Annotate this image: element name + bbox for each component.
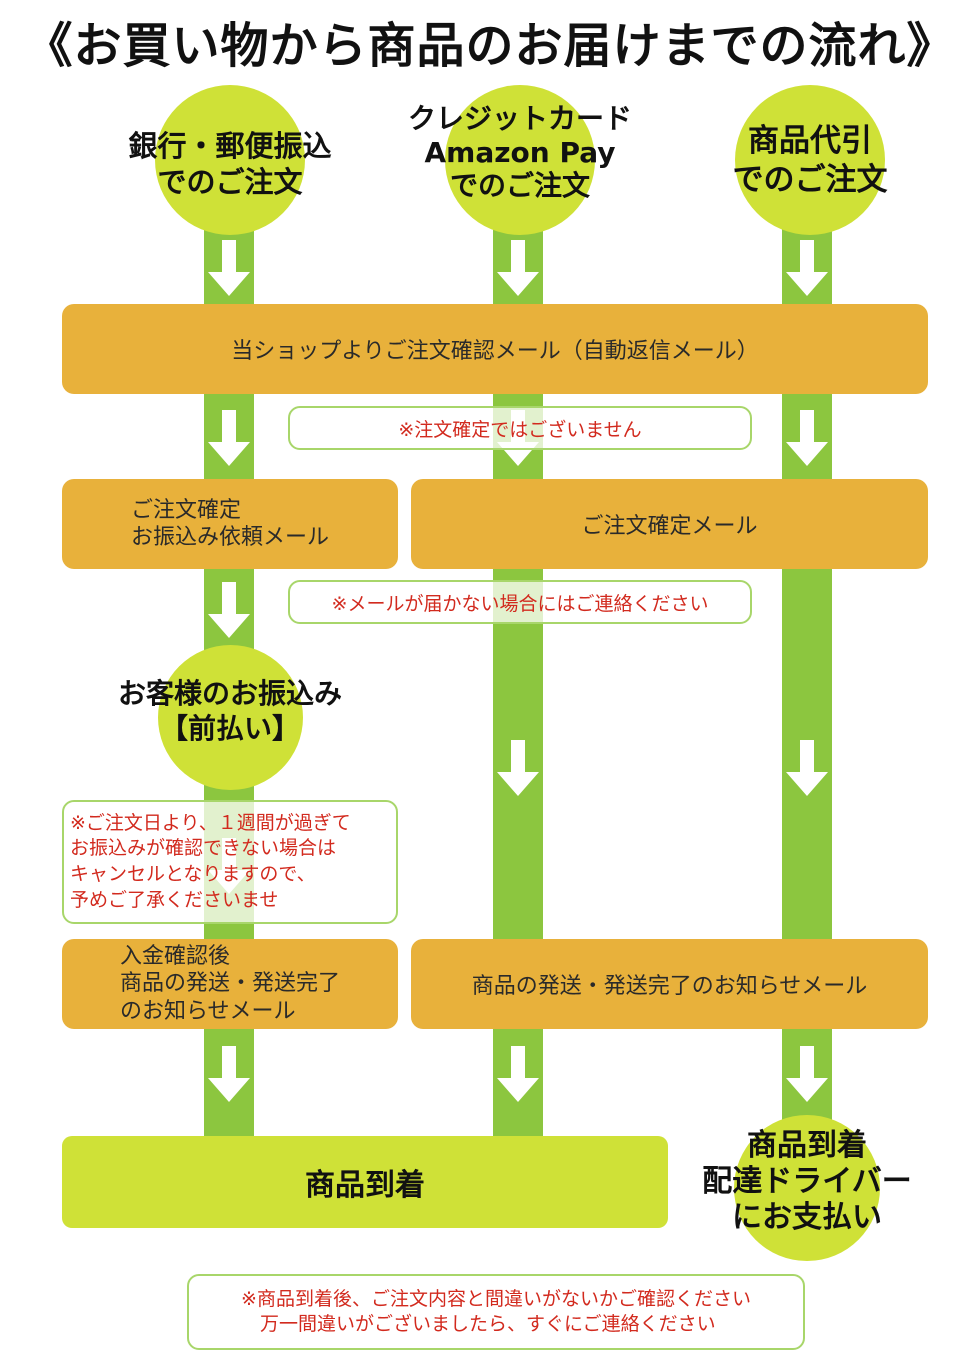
note-not-confirmed: ※注文確定ではございません <box>288 406 752 450</box>
bank-confirm-text: ご注文確定 お振込み依頼メール <box>130 497 329 551</box>
down-arrow-icon <box>208 410 250 466</box>
down-arrow-icon <box>497 1046 539 1102</box>
start-label-cod: 商品代引 でのご注文 <box>732 123 888 198</box>
note-not-confirmed-text: ※注文確定ではございません <box>398 418 642 441</box>
note-final: ※商品到着後、ご注文内容と間違いがないかご確認ください 万一間違いがございました… <box>187 1274 805 1350</box>
arrival-box: 商品到着 <box>62 1136 668 1228</box>
note-cancel-text: ※ご注文日より、１週間が過ぎて お振込みが確認できない場合は キャンセルとなりま… <box>70 811 351 911</box>
bank-ship-box: 入金確認後 商品の発送・発送完了 のお知らせメール <box>62 939 398 1029</box>
confirm-box-text: ご注文確定メール <box>581 514 758 539</box>
payment-circle-label: お客様のお振込み 【前払い】 <box>117 677 342 745</box>
down-arrow-icon <box>497 740 539 796</box>
arrival-box-text: 商品到着 <box>305 1168 425 1203</box>
page-title: 《お買い物から商品のお届けまでの流れ》 <box>24 18 956 74</box>
note-no-mail: ※メールが届かない場合にはご連絡ください <box>288 580 752 624</box>
note-no-mail-text: ※メールが届かない場合にはご連絡ください <box>331 592 709 615</box>
bank-confirm-box: ご注文確定 お振込み依頼メール <box>62 479 398 569</box>
payment-circle <box>158 645 303 790</box>
cod-end-label: 商品到着 配達ドライバー にお支払い <box>702 1128 912 1235</box>
start-circle-bank <box>155 85 305 235</box>
ship-box-text: 商品の発送・発送完了のお知らせメール <box>471 974 868 999</box>
start-circle-credit <box>445 85 595 235</box>
down-arrow-icon <box>786 740 828 796</box>
down-arrow-icon <box>208 582 250 638</box>
bank-ship-text: 入金確認後 商品の発送・発送完了 のお知らせメール <box>119 943 340 1024</box>
note-cancel: ※ご注文日より、１週間が過ぎて お振込みが確認できない場合は キャンセルとなりま… <box>62 800 398 924</box>
start-label-credit: クレジットカード Amazon Pay でのご注文 <box>407 102 632 203</box>
confirm-mail-box: 当ショップよりご注文確認メール（自動返信メール） <box>62 304 928 394</box>
down-arrow-icon <box>786 1046 828 1102</box>
down-arrow-icon <box>786 410 828 466</box>
start-label-bank: 銀行・郵便振込 でのご注文 <box>128 129 332 200</box>
ship-box: 商品の発送・発送完了のお知らせメール <box>411 939 928 1029</box>
down-arrow-icon <box>208 1046 250 1102</box>
confirm-box: ご注文確定メール <box>411 479 928 569</box>
confirm-mail-text: 当ショップよりご注文確認メール（自動返信メール） <box>231 339 759 364</box>
note-final-text: ※商品到着後、ご注文内容と間違いがないかご確認ください 万一間違いがございました… <box>241 1288 751 1335</box>
down-arrow-icon <box>497 240 539 296</box>
down-arrow-icon <box>786 240 828 296</box>
down-arrow-icon <box>208 240 250 296</box>
cod-end-circle <box>734 1115 880 1261</box>
start-circle-cod <box>735 85 885 235</box>
